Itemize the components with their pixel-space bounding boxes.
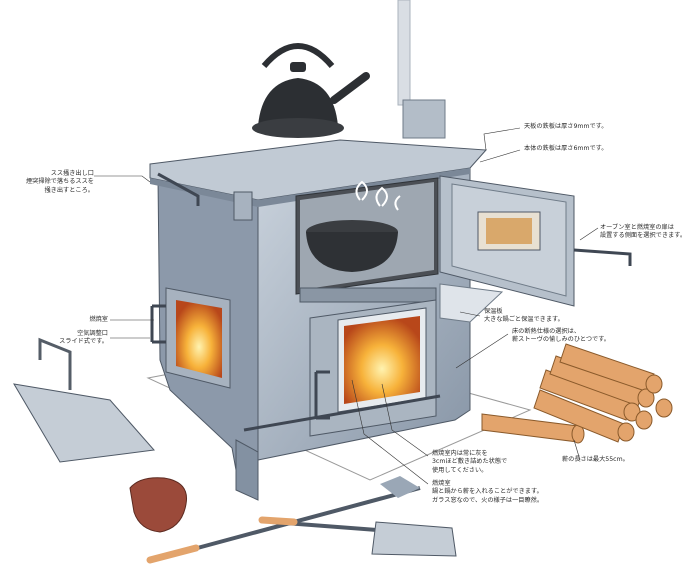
label-firebox-front: 燃焼室 鍋と鍋から薪を入れることができます。 ガラス窓なので、火の様子は一目瞭然… bbox=[432, 480, 543, 505]
label-floor-insulation: 床の断熱仕様の選択は、 薪ストーヴの愉しみのひとつです。 bbox=[512, 328, 610, 345]
side-handle bbox=[150, 304, 166, 344]
label-air-port: 空気調整口 スライド式です。 bbox=[30, 330, 108, 347]
label-line: 煙突掃除で落ちるススを bbox=[25, 178, 94, 186]
label-soot-cleanout: スス掻き出し口 煙突掃除で落ちるススを 掻き出すところ。 bbox=[14, 170, 94, 195]
kettle bbox=[252, 43, 370, 138]
label-warming-shelf: 保温板 大きな鍋ごと保温できます。 bbox=[484, 308, 564, 325]
soot-cleanout bbox=[233, 191, 253, 221]
label-line: 燃焼室 bbox=[89, 316, 108, 323]
oven-compartment bbox=[295, 177, 439, 295]
label-line: ガラス窓なので、火の様子は一目瞭然。 bbox=[432, 496, 544, 504]
label-line: 3cmほど敷き詰めた状態で bbox=[432, 458, 508, 466]
label-line: 設置する側面を選択できます。 bbox=[600, 232, 687, 240]
gloves bbox=[129, 477, 188, 533]
label-line: 天板の鉄板は厚さ9mmです。 bbox=[524, 123, 608, 130]
firewood bbox=[481, 343, 673, 444]
label-line: 薪ストーヴの愉しみのひとつです。 bbox=[512, 336, 610, 344]
label-oven-door: オーブン室と燃焼室の扉は 設置する側面を選択できます。 bbox=[600, 224, 686, 241]
label-line: 保温板 bbox=[484, 308, 503, 315]
label-line: 大きな鍋ごと保温できます。 bbox=[484, 316, 564, 324]
fire-tools bbox=[146, 476, 457, 564]
oven-door bbox=[439, 175, 632, 307]
label-line: 空気調整口 bbox=[77, 330, 108, 337]
top-plate-edge bbox=[150, 168, 470, 207]
side-firebox-window bbox=[165, 287, 231, 389]
label-line: スス掻き出し口 bbox=[50, 170, 94, 177]
label-line: オーブン室と燃焼室の扉は bbox=[600, 224, 674, 231]
label-line: 燃焼室 bbox=[432, 480, 451, 487]
label-line: 床の断熱仕様の選択は、 bbox=[512, 328, 581, 335]
label-firebox-side: 燃焼室 bbox=[30, 316, 108, 324]
label-line: 燃焼室内は常に灰を bbox=[432, 450, 488, 457]
label-top-plate: 天板の鉄板は厚さ9mmです。 bbox=[524, 123, 607, 131]
warming-shelf bbox=[439, 283, 504, 323]
label-body-plate: 本体の鉄板は厚さ6mmです。 bbox=[524, 145, 607, 153]
label-line: スライド式です。 bbox=[59, 338, 108, 346]
stove-leg bbox=[235, 439, 259, 501]
lower-rail bbox=[243, 394, 441, 432]
label-line: 本体の鉄板は厚さ6mmです。 bbox=[524, 145, 608, 152]
damper-bar bbox=[299, 287, 437, 303]
label-ash: 燃焼室内は常に灰を 3cmほど敷き詰めた状態で 使用してください。 bbox=[432, 450, 507, 475]
label-line: 掻き出すところ。 bbox=[44, 186, 95, 194]
label-line: 鍋と鍋から薪を入れることができます。 bbox=[432, 488, 543, 496]
label-line: 使用してください。 bbox=[432, 466, 488, 474]
label-line: 薪の長さは最大55cm。 bbox=[562, 456, 629, 463]
flue-pipe bbox=[397, 0, 446, 139]
ash-pan bbox=[13, 337, 155, 463]
soot-rail bbox=[157, 172, 200, 206]
label-firewood: 薪の長さは最大55cm。 bbox=[562, 456, 629, 464]
leader-lines bbox=[94, 127, 599, 485]
